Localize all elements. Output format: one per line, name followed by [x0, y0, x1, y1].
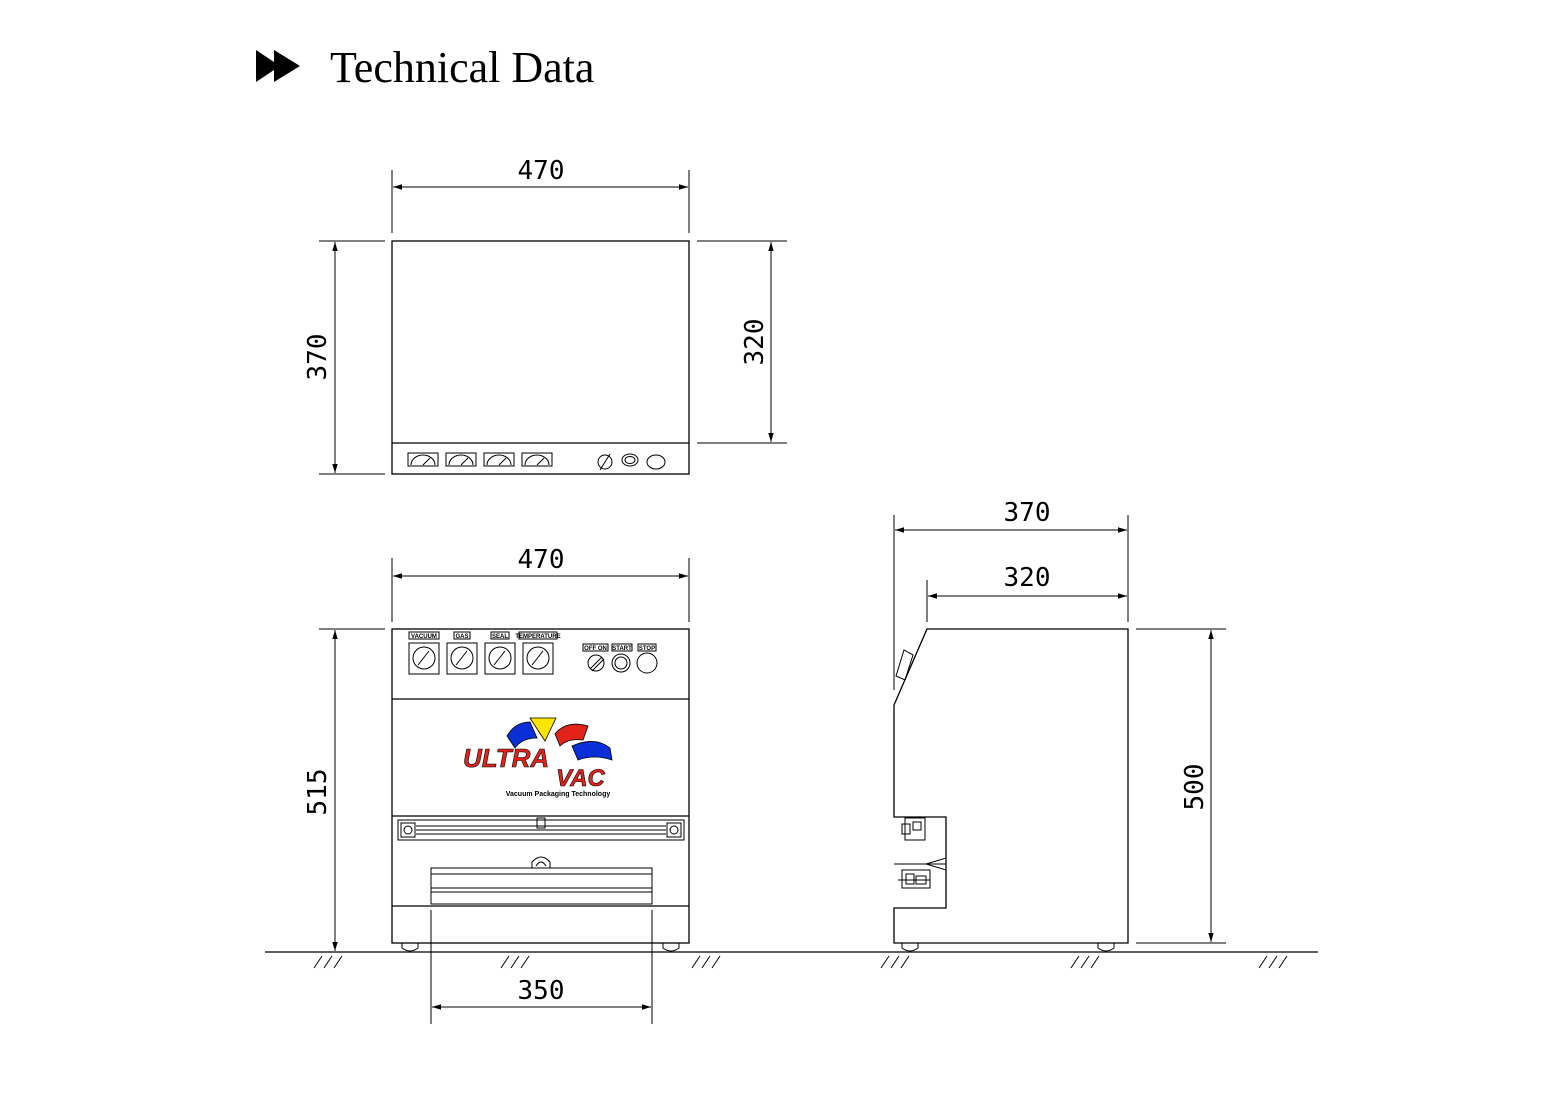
front-view-outline — [391, 628, 690, 944]
ultravac-logo: ULTRA VAC Vacuum Packaging Technology — [463, 717, 613, 798]
sealing-bar — [397, 817, 685, 841]
front-drawer-dimension: 350 — [518, 976, 565, 1006]
gauge-label-seal: SEAL — [492, 634, 508, 640]
page-title: Technical Data — [330, 43, 594, 92]
front-view: 470 VACUUM GAS SEAL TEMPERATURE — [303, 545, 690, 1024]
logo-text-ultra: ULTRA — [463, 743, 549, 773]
switch-label-stop: STOP — [639, 646, 655, 652]
title-block: Technical Data — [256, 43, 594, 92]
gauge-label-temperature: TEMPERATURE — [515, 634, 560, 640]
ground-line — [265, 951, 1318, 969]
side-seal-mechanism — [894, 817, 947, 889]
logo-tagline: Vacuum Packaging Technology — [506, 791, 611, 798]
double-right-arrow-icon — [256, 50, 300, 82]
side-depth-dimension: 370 — [1004, 498, 1051, 528]
front-width-dimension: 470 — [518, 545, 565, 575]
top-view: 470 370 — [303, 156, 787, 475]
top-view-switches — [597, 453, 666, 471]
switch-label-start: START — [612, 646, 632, 652]
gauge-dial-icon — [522, 642, 554, 675]
start-button-icon — [611, 653, 631, 673]
gauge-label-vacuum: VACUUM — [411, 634, 437, 640]
gauge-dial-icon — [484, 642, 516, 675]
logo-text-vac: VAC — [556, 765, 606, 792]
gauge-dial-icon — [446, 642, 478, 675]
front-height-dimension: 515 — [303, 769, 333, 816]
stop-button-icon — [636, 652, 658, 674]
top-view-outline — [391, 240, 690, 475]
gauge-label-gas: GAS — [455, 634, 468, 640]
power-switch-icon — [587, 654, 605, 672]
control-panel: VACUUM GAS SEAL TEMPERATURE — [408, 631, 658, 675]
side-view-outline — [893, 628, 1129, 944]
switch-label-power: OFF ON — [584, 646, 607, 652]
top-lid-dimension: 320 — [740, 319, 770, 366]
side-lid-dimension: 320 — [1004, 563, 1051, 593]
gauge-dial-icon — [408, 642, 440, 675]
top-depth-dimension: 370 — [303, 334, 333, 381]
side-view: 370 320 500 — [893, 498, 1226, 952]
top-width-dimension: 470 — [518, 156, 565, 186]
top-view-gauges — [407, 452, 553, 467]
side-height-dimension: 500 — [1180, 764, 1210, 811]
drawer — [430, 856, 653, 905]
